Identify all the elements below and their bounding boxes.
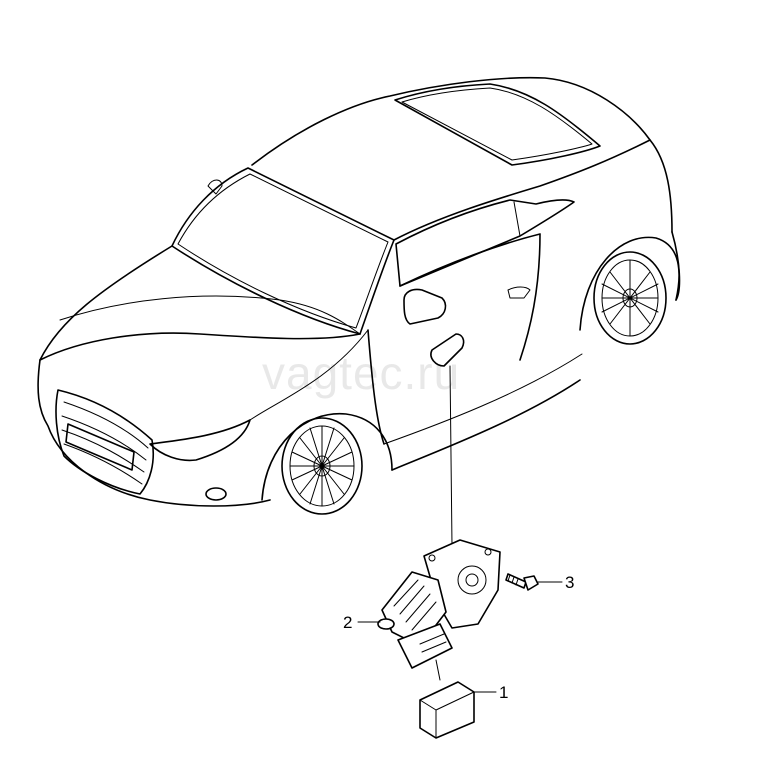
car-illustration: [37, 76, 681, 547]
callout-2: 2: [343, 613, 381, 632]
window-regulator-marker: [430, 333, 465, 367]
bolt: [505, 573, 539, 591]
window-motor-assembly: [377, 539, 501, 681]
control-unit: [419, 681, 475, 739]
watermark: vagtec.ru: [262, 347, 460, 399]
callout-label-2: 2: [343, 613, 352, 632]
rear-wheel-spokes: [601, 259, 659, 337]
callout-label-1: 1: [499, 683, 508, 702]
callout-1: 1: [473, 683, 508, 702]
callout-label-3: 3: [565, 573, 574, 592]
front-wheel-spokes: [289, 425, 355, 507]
callout-3: 3: [537, 573, 574, 592]
